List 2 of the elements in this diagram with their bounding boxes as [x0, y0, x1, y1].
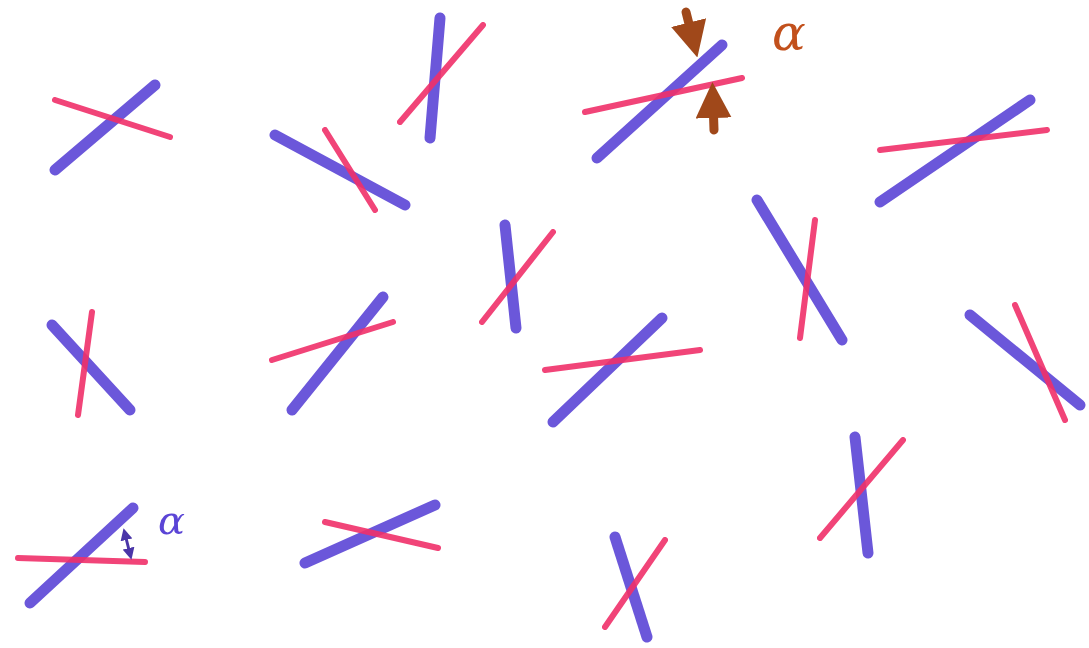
angle-label: α: [772, 8, 806, 58]
angle-label: α: [158, 500, 185, 540]
